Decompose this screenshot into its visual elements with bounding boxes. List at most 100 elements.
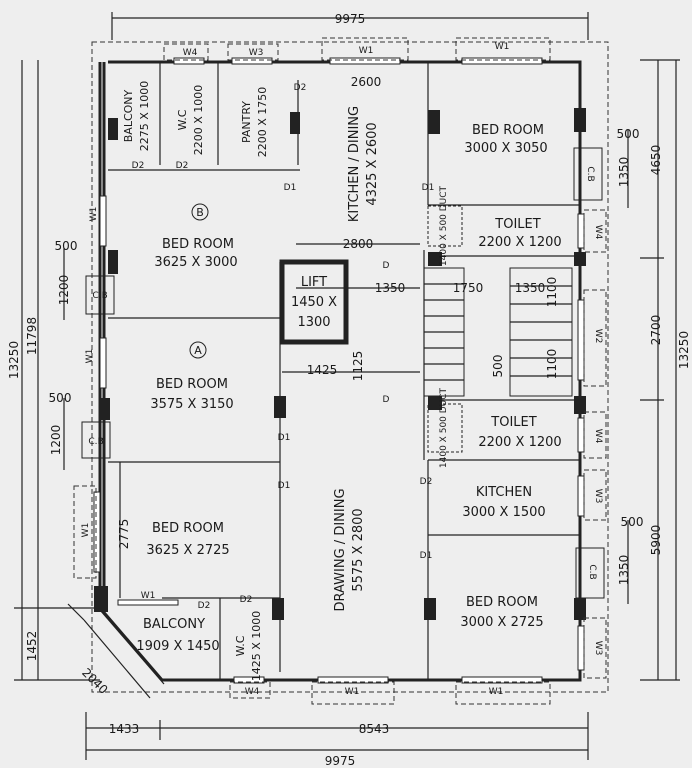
- wc-top-size: 2200 X 1000: [192, 85, 205, 156]
- lift-size-b: 1300: [297, 315, 330, 330]
- dim-left-500-a: 500: [55, 239, 78, 253]
- balcony-bottom-name: BALCONY: [143, 617, 205, 632]
- tag-w1-balcony: W1: [141, 591, 156, 601]
- duct-mid: [427, 403, 463, 453]
- dim-stair-500: 500: [491, 355, 505, 378]
- toilet-top-size: 2200 X 1200: [478, 235, 561, 250]
- tag-w4-right-a: W4: [593, 225, 603, 240]
- windows: [93, 57, 585, 684]
- tag-w3-top: W3: [249, 48, 264, 58]
- dim-left-total: 13250: [7, 341, 21, 379]
- tag-w2-right: W2: [593, 329, 603, 344]
- dim-right-total: 13250: [677, 331, 691, 369]
- lift-size-a: 1450 X: [291, 295, 337, 310]
- bed-tr-name: BED ROOM: [472, 123, 544, 138]
- tag-w3-right-b: W3: [593, 641, 603, 656]
- kitchen-dining-size: 4325 X 2600: [365, 122, 380, 205]
- tag-d-b: D: [383, 395, 390, 405]
- tag-d1-b: D1: [422, 183, 435, 193]
- toilet-mid-name: TOILET: [490, 415, 536, 430]
- tag-d1-e: D1: [420, 551, 433, 561]
- dim-left-bottom: 1452: [25, 631, 39, 662]
- dim-kitchen-top: 2600: [351, 75, 382, 89]
- tag-d1-c: D1: [278, 433, 291, 443]
- dim-top-width: 9975: [335, 12, 366, 26]
- tag-w4-top: W4: [183, 48, 198, 58]
- dim-left-1200-a: 1200: [57, 275, 71, 306]
- tag-d2-a: D2: [132, 161, 145, 171]
- tag-w1-bottom-a: W1: [345, 687, 360, 697]
- tag-w1-left-a: W1: [89, 207, 99, 222]
- kitchen-size: 3000 X 1500: [462, 505, 545, 520]
- tag-cb-left-mid: C.B: [88, 437, 103, 447]
- tag-d2-c: D2: [294, 83, 307, 93]
- dim-bottom-right: 8543: [359, 722, 390, 736]
- dim-left-1200-b: 1200: [49, 425, 63, 456]
- tag-d1-a: D1: [284, 183, 297, 193]
- tag-w1-left-b: W1: [85, 349, 95, 364]
- staircase: [423, 267, 573, 397]
- dim-right-1350-b: 1350: [617, 555, 631, 586]
- dim-lift-right: 1350: [375, 281, 406, 295]
- tag-d2-b: D2: [176, 161, 189, 171]
- tag-d2-d: D2: [420, 477, 433, 487]
- cb-box-top-right: [573, 147, 603, 201]
- dim-stair-v1: 1100: [545, 277, 559, 308]
- cb-box-bottom-right: [575, 547, 605, 599]
- dim-right-500-a: 500: [617, 127, 640, 141]
- tag-w4-right-b: W4: [593, 429, 603, 444]
- bed-a-name: BED ROOM: [156, 377, 228, 392]
- toilet-top-name: TOILET: [494, 217, 540, 232]
- dim-bottom-left: 1433: [109, 722, 140, 736]
- dim-right-mid: 2700: [649, 315, 663, 346]
- drawing-dining-name: DRAWING / DINING: [333, 488, 348, 611]
- bed-br-name: BED ROOM: [466, 595, 538, 610]
- tag-d1-d: D1: [278, 481, 291, 491]
- cb-box-left-top: [85, 275, 115, 315]
- balcony-top-name: BALCONY: [122, 89, 135, 142]
- lift-name: LIFT: [301, 275, 327, 290]
- bed-b-name: BED ROOM: [162, 237, 234, 252]
- balcony-bottom-size: 1909 X 1450: [136, 639, 219, 654]
- bed-br-size: 3000 X 2725: [460, 615, 543, 630]
- dim-corridor: 2800: [343, 237, 374, 251]
- wc-bottom-name: W.C: [234, 635, 247, 656]
- dim-lift-below-v: 1125: [351, 351, 365, 382]
- pantry-size: 2200 X 1750: [256, 87, 269, 158]
- dim-right-500-b: 500: [621, 515, 644, 529]
- tag-d2-f: D2: [240, 595, 253, 605]
- tag-w1-top-a: W1: [359, 46, 374, 56]
- marker-a: A: [194, 344, 202, 357]
- lift-shaft: [279, 259, 349, 345]
- cb-box-left-mid: [81, 421, 111, 459]
- dim-right-upper: 4650: [649, 145, 663, 176]
- balcony-diagonal: [99, 609, 165, 685]
- columns: [94, 108, 586, 620]
- pantry-name: PANTRY: [240, 101, 253, 143]
- marker-a-circle: [189, 341, 207, 359]
- tag-w4-bottom: W4: [245, 687, 260, 697]
- dim-right-lower: 5900: [649, 525, 663, 556]
- wc-top-name: W.C: [176, 109, 189, 130]
- tag-cb-top-right: C.B: [585, 166, 595, 181]
- dim-bottom-width: 9975: [325, 754, 356, 768]
- dim-lift-below: 1425: [307, 363, 338, 377]
- dim-left-inner: 11798: [25, 317, 39, 355]
- kitchen-name: KITCHEN: [476, 485, 532, 500]
- tag-w1-top-b: W1: [495, 42, 510, 52]
- tag-cb-left-top: C.B: [92, 291, 107, 301]
- tag-w1-left-c: W1: [81, 523, 91, 538]
- window-projections: [73, 37, 607, 705]
- tag-d-a: D: [383, 261, 390, 271]
- duct-top: [427, 205, 463, 247]
- bed-bl-name: BED ROOM: [152, 521, 224, 536]
- tag-w1-bottom-b: W1: [489, 687, 504, 697]
- outer-boundary: [91, 41, 609, 693]
- balcony-top-size: 2275 X 1000: [138, 81, 151, 152]
- outer-dimension-lines: [14, 12, 680, 760]
- dim-stair-b: 1350: [515, 281, 546, 295]
- bed-b-size: 3625 X 3000: [154, 255, 237, 270]
- bed-a-size: 3575 X 3150: [150, 397, 233, 412]
- tag-w3-right-a: W3: [593, 489, 603, 504]
